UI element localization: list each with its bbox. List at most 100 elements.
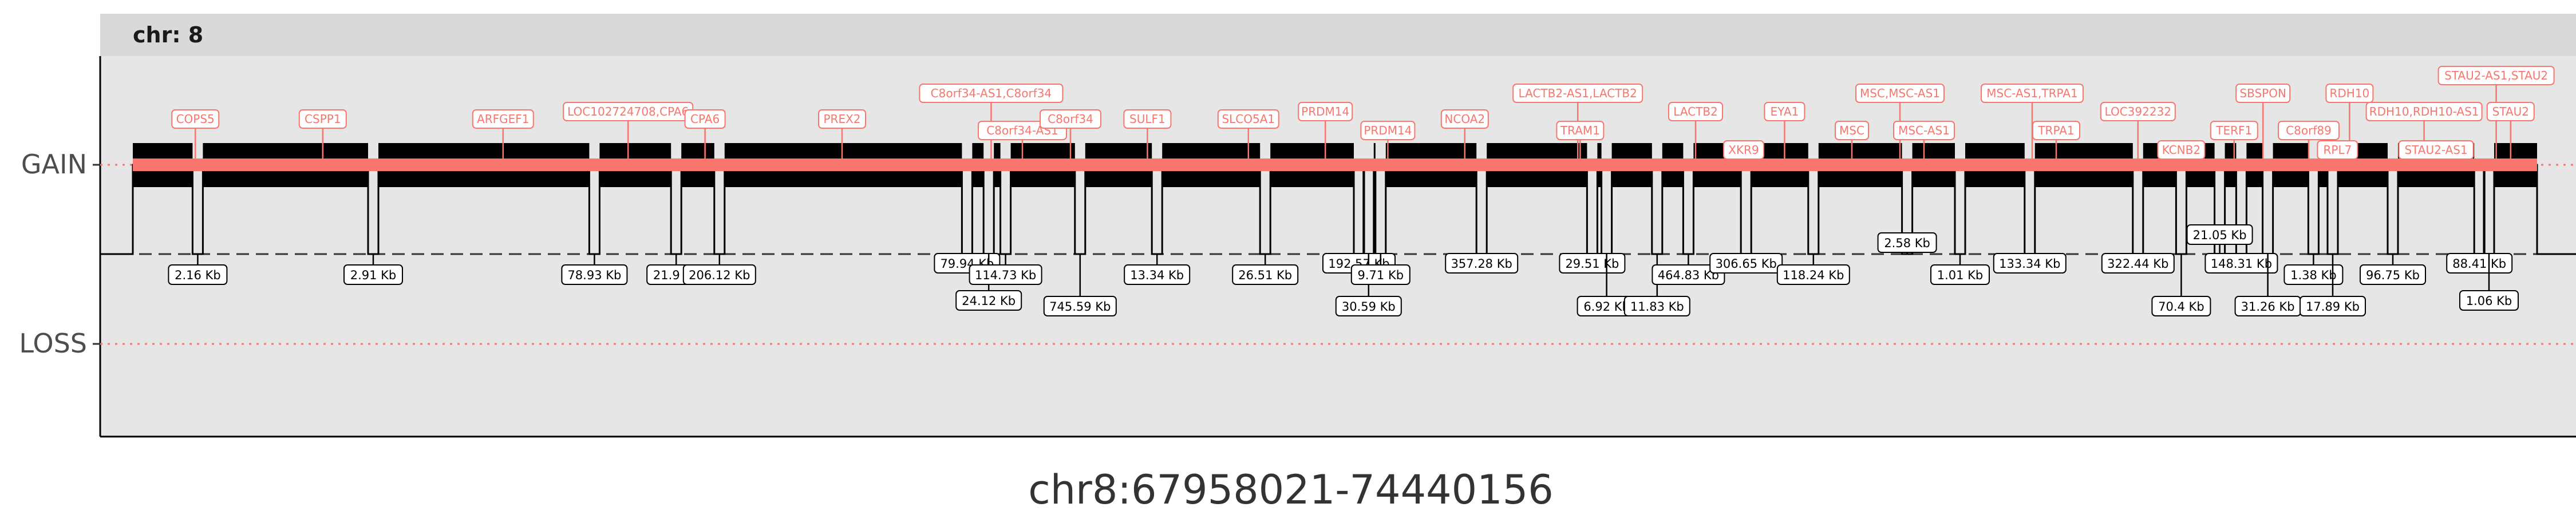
- gap-label: 21.05 Kb: [2193, 228, 2247, 242]
- gap-label-box: [2459, 290, 2519, 311]
- gap-label-box: [969, 264, 1042, 285]
- gene-label-box: [1723, 140, 1764, 160]
- gap-label: 745.59 Kb: [1049, 300, 1111, 314]
- gap-label: 96.75 Kb: [2366, 268, 2420, 282]
- gene-label: MSC: [1839, 124, 1864, 137]
- gene-label: PREX2: [823, 112, 860, 126]
- gap-label-box: [2446, 253, 2513, 274]
- gene-label-box: [1981, 84, 2084, 103]
- gene-label-box: [2325, 84, 2374, 103]
- gene-label: C8orf89: [2286, 124, 2332, 137]
- gap-label: 2.91 Kb: [350, 268, 397, 282]
- gene-label: MSC,MSC-AS1: [1860, 86, 1940, 100]
- gap-label: 6.92 Kb: [1583, 300, 1630, 314]
- gap-label: 357.28 Kb: [1451, 257, 1512, 271]
- gene-label: CSPP1: [305, 112, 341, 126]
- gene-label-box: [2486, 102, 2535, 121]
- gene-label-box: [1217, 109, 1279, 129]
- gap-label: 464.83 Kb: [1658, 268, 1719, 282]
- gap-label-box: [955, 290, 1022, 311]
- gap-label: 9.71 Kb: [1358, 268, 1404, 282]
- gap-label-box: [343, 264, 403, 285]
- gap-label-box: [2101, 253, 2175, 274]
- gap-label-box: [1930, 264, 1990, 285]
- gene-label-box: [1893, 121, 1955, 140]
- gene-label: ARFGEF1: [477, 112, 529, 126]
- gene-label-box: [1556, 121, 1605, 140]
- gene-label: KCNB2: [2162, 143, 2200, 157]
- facet-label: chr: 8: [133, 22, 203, 47]
- gene-label: MSC-AS1: [1898, 124, 1950, 137]
- gene-label-box: [2210, 121, 2258, 140]
- gap-label-box: [2151, 296, 2211, 316]
- gene-label: TRAM1: [1560, 124, 1600, 137]
- gene-label-box: [2100, 102, 2176, 121]
- gap-label: 2.16 Kb: [175, 268, 221, 282]
- gene-label-box: [171, 109, 220, 129]
- gene-label: TERF1: [2215, 124, 2252, 137]
- gene-label-box: [1512, 84, 1643, 103]
- gap-label: 31.26 Kb: [2241, 300, 2295, 314]
- signal-layer: [100, 143, 2576, 255]
- gap-label-box: [1877, 232, 1937, 253]
- gene-label-box: [472, 109, 534, 129]
- gene-label-box: [2032, 121, 2080, 140]
- gene-label: RPL7: [2323, 143, 2352, 157]
- gene-label: LACTB2-AS1,LACTB2: [1519, 86, 1637, 100]
- gap-label-box: [1335, 296, 1402, 316]
- gene-label-box: [1040, 109, 1101, 129]
- gap-label: 1.38 Kb: [2290, 268, 2337, 282]
- gap-label-box: [1776, 264, 1850, 285]
- gene-label-box: [1123, 109, 1172, 129]
- gap-label: 26.51 Kb: [1238, 268, 1292, 282]
- gene-label-box: [2157, 140, 2206, 160]
- gap-label: 17.89 Kb: [2306, 300, 2360, 314]
- gene-label: PRDM14: [1364, 124, 1412, 137]
- gap-label-box: [2204, 253, 2278, 274]
- gap-label: 206.12 Kb: [689, 268, 750, 282]
- gap-label: 118.24 Kb: [1783, 268, 1844, 282]
- gap-label: 2.58 Kb: [1884, 236, 1930, 250]
- gap-label-box: [1124, 264, 1191, 285]
- gene-label: EYA1: [1771, 105, 1799, 118]
- gene-label: TRPA1: [2037, 124, 2074, 137]
- gap-label: 29.51 Kb: [1565, 257, 1619, 271]
- y-tick-loss: LOSS: [19, 328, 87, 359]
- gap-label: 1.06 Kb: [2466, 294, 2512, 308]
- gap-label-box: [1350, 264, 1411, 285]
- gene-label: STAU2-AS1: [2404, 143, 2467, 157]
- gap-label-box: [2360, 264, 2426, 285]
- gap-label-box: [2300, 296, 2366, 316]
- gap-label: 306.65 Kb: [1716, 257, 1777, 271]
- gap-label: 30.59 Kb: [1342, 300, 1396, 314]
- gene-label: XKR9: [1728, 143, 1759, 157]
- gap-label: 114.73 Kb: [975, 268, 1036, 282]
- gene-label-box: [298, 109, 347, 129]
- gap-label-box: [1709, 253, 1783, 274]
- gene-label-box: [1764, 102, 1805, 121]
- gene-label: LOC102724708,CPA6: [567, 105, 689, 118]
- gap-label-box: [1993, 253, 2067, 274]
- gene-label: C8orf34: [1048, 112, 1093, 126]
- gene-label-box: [1440, 109, 1489, 129]
- gap-label-box: [561, 264, 628, 285]
- gene-label-box: [818, 109, 866, 129]
- strip-background: [100, 14, 2576, 56]
- gap-label: 148.31 Kb: [2211, 257, 2272, 271]
- x-axis-label: chr8:67958021-74440156: [1028, 466, 1554, 513]
- gene-label: RDH10: [2330, 86, 2370, 100]
- gap-label-box: [2283, 264, 2344, 285]
- gap-label: 13.34 Kb: [1130, 268, 1184, 282]
- gap-label-box: [1623, 296, 1690, 316]
- gene-label-box: [1835, 121, 1869, 140]
- gap-label: 322.44 Kb: [2107, 257, 2168, 271]
- gene-label-box: [919, 84, 1064, 103]
- y-tick-gain: GAIN: [21, 149, 87, 180]
- gap-label: 11.83 Kb: [1630, 300, 1684, 314]
- gene-label-box: [2235, 84, 2291, 103]
- gene-label: SULF1: [1129, 112, 1165, 126]
- gene-label: C8orf34-AS1,C8orf34: [931, 86, 1052, 100]
- gene-label-box: [684, 109, 726, 129]
